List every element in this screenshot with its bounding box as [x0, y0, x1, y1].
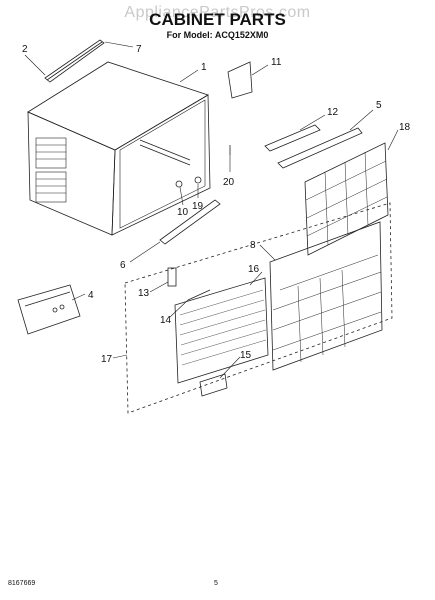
callout-19: 19 — [192, 201, 204, 212]
part-16-filter — [174, 277, 269, 384]
part-11-bracket — [227, 61, 253, 99]
callout-14: 14 — [160, 315, 172, 326]
part-10-screw — [175, 180, 183, 188]
callout-20: 20 — [223, 177, 235, 188]
part-6-bracket — [159, 199, 221, 245]
model-subtitle: For Model: ACQ152XM0 — [166, 30, 269, 40]
part-19-clip — [194, 176, 202, 184]
callout-7: 7 — [136, 44, 142, 55]
part-17-assembly-outline — [124, 202, 393, 414]
callout-12: 12 — [327, 107, 339, 118]
callout-8: 8 — [250, 240, 256, 251]
doc-number: 8167669 — [8, 580, 36, 587]
callout-16: 16 — [248, 264, 260, 275]
page-title: CABINET PARTS — [149, 10, 286, 29]
callout-4: 4 — [88, 290, 94, 301]
callout-1: 1 — [201, 62, 207, 73]
part-12-seal — [264, 124, 321, 152]
part-4-remote — [17, 284, 81, 335]
part-15-block — [199, 373, 228, 397]
callout-6: 6 — [120, 260, 126, 271]
part-14-handle — [187, 289, 211, 301]
callout-17: 17 — [101, 354, 113, 365]
part-2-rail — [44, 39, 105, 83]
callout-11: 11 — [271, 57, 282, 68]
part-8-front-panel — [269, 221, 383, 371]
part-1-cabinet — [27, 61, 211, 236]
callout-13: 13 — [138, 288, 150, 299]
watermark: AppliancePartsPros.com — [124, 4, 311, 21]
callout-15: 15 — [240, 350, 252, 361]
callout-10: 10 — [177, 207, 189, 218]
callout-2: 2 — [22, 44, 28, 55]
callout-18: 18 — [399, 122, 411, 133]
callout-5: 5 — [376, 100, 382, 111]
part-5-seal — [277, 127, 363, 169]
part-18-grille — [304, 142, 389, 256]
part-13-tab — [167, 267, 177, 287]
page-number: 5 — [214, 580, 218, 587]
